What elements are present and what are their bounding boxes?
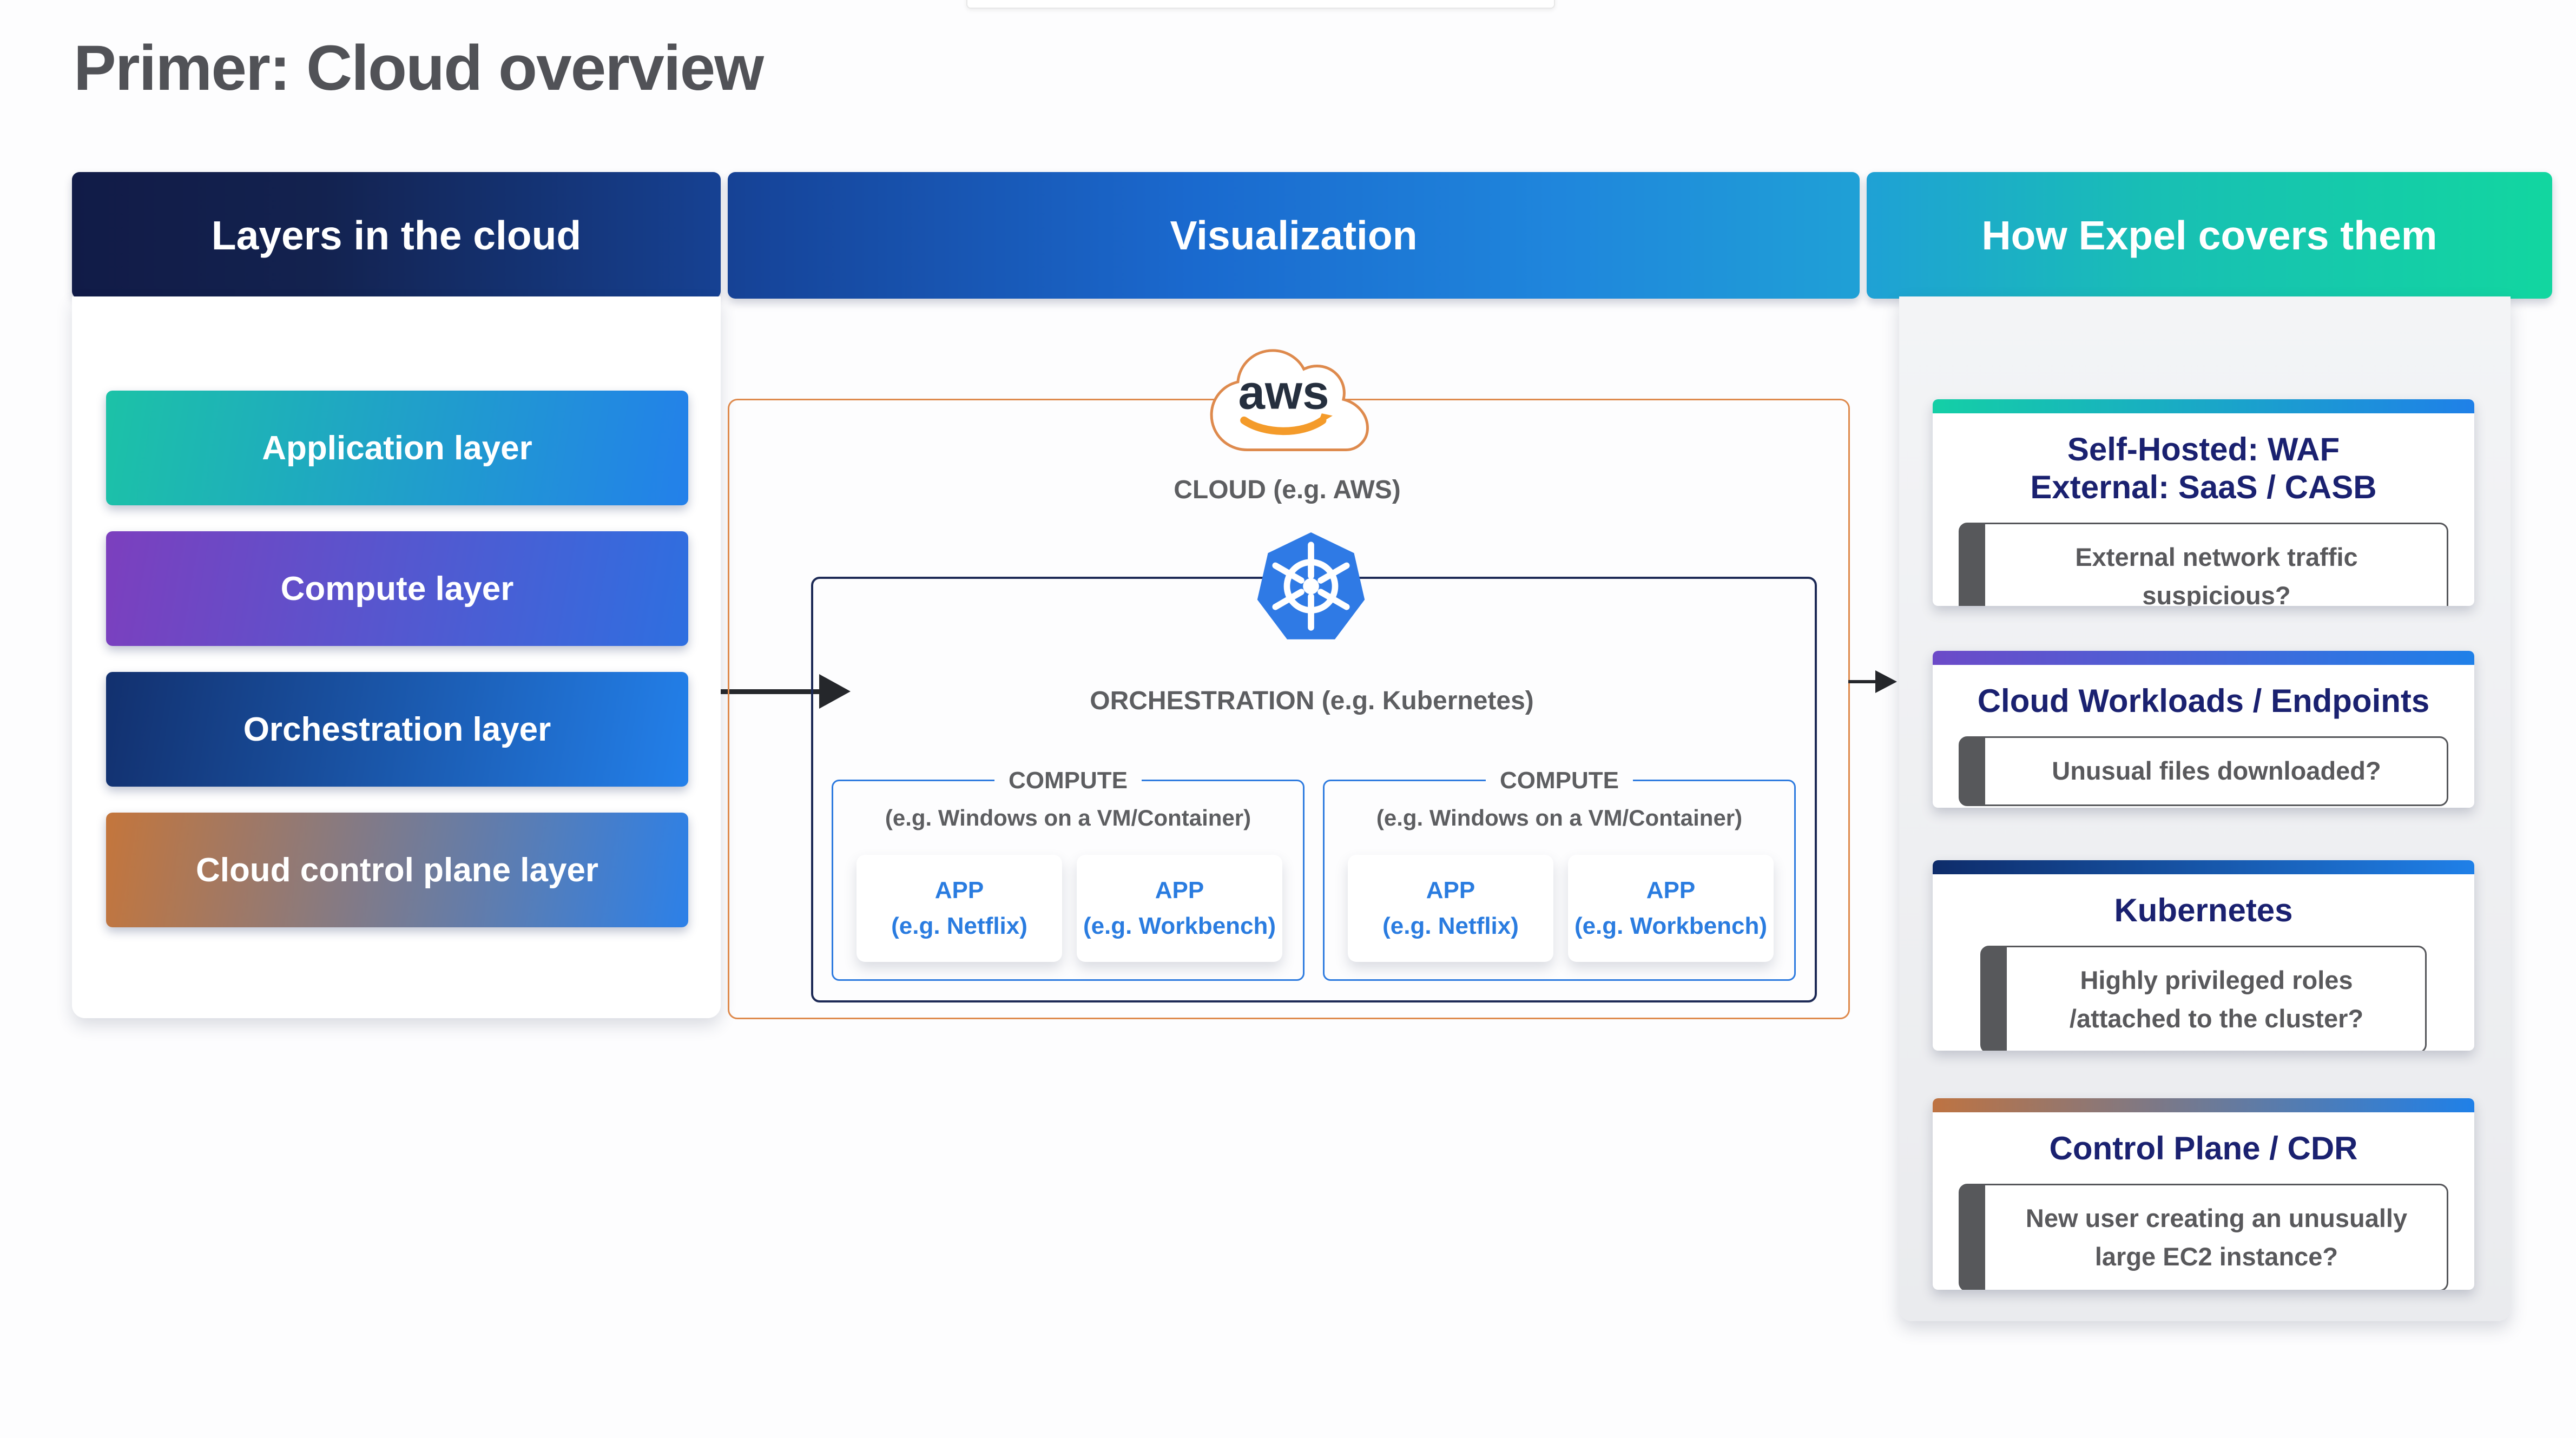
aws-logo-text: aws bbox=[1238, 365, 1329, 419]
coverage-card-workloads: Cloud Workloads / Endpoints Unusual file… bbox=[1933, 651, 2474, 808]
coverage-card-title: Control Plane / CDR bbox=[1933, 1130, 2474, 1167]
question-tab bbox=[1959, 1184, 1985, 1290]
coverage-card-control-plane: Control Plane / CDR New user creating an… bbox=[1933, 1098, 2474, 1290]
orchestration-boundary-box: COMPUTE (e.g. Windows on a VM/Container)… bbox=[811, 577, 1817, 1002]
arrow-right-line bbox=[1848, 680, 1875, 683]
compute-group: COMPUTE (e.g. Windows on a VM/Container)… bbox=[832, 767, 1305, 981]
layer-chip-control-plane: Cloud control plane layer bbox=[106, 813, 688, 927]
layer-chip-label: Orchestration layer bbox=[243, 710, 551, 748]
coverage-card-title-line: External: SaaS / CASB bbox=[2030, 469, 2377, 505]
app-card-example: (e.g. Workbench) bbox=[1574, 913, 1768, 939]
coverage-card-title-line: Control Plane / CDR bbox=[2049, 1130, 2358, 1166]
question-tab bbox=[1959, 523, 1985, 606]
coverage-card-accent-bar bbox=[1933, 399, 2474, 413]
arrow-right-icon bbox=[1875, 670, 1897, 693]
app-card-example: (e.g. Netflix) bbox=[1382, 913, 1519, 939]
coverage-card-title-line: Cloud Workloads / Endpoints bbox=[1977, 683, 2430, 719]
coverage-card-accent-bar bbox=[1933, 1098, 2474, 1112]
page-title: Primer: Cloud overview bbox=[74, 32, 764, 104]
compute-label: COMPUTE bbox=[1486, 767, 1633, 794]
coverage-question: Highly privileged roles /attached to the… bbox=[2069, 966, 2364, 1033]
coverage-question: External network traffic suspicious? bbox=[2075, 543, 2358, 606]
layer-chip-label: Cloud control plane layer bbox=[195, 851, 599, 889]
coverage-card-title: Self-Hosted: WAF External: SaaS / CASB bbox=[1933, 431, 2474, 506]
header-label-coverage: How Expel covers them bbox=[1981, 213, 2437, 258]
app-card: APP (e.g. Workbench) bbox=[1568, 855, 1774, 962]
app-card-title: APP bbox=[1646, 877, 1696, 903]
coverage-question: Unusual files downloaded? bbox=[2052, 756, 2381, 785]
coverage-question-box: External network traffic suspicious? bbox=[1959, 523, 2448, 606]
header-label-layers: Layers in the cloud bbox=[211, 213, 582, 258]
app-card: APP (e.g. Netflix) bbox=[857, 855, 1062, 962]
arrow-left-line bbox=[721, 689, 819, 694]
coverage-question-box: Unusual files downloaded? bbox=[1959, 736, 2448, 806]
header-label-visualization: Visualization bbox=[1170, 213, 1418, 258]
layer-chip-application: Application layer bbox=[106, 391, 688, 505]
coverage-card-kubernetes: Kubernetes Highly privileged roles /atta… bbox=[1933, 860, 2474, 1051]
app-card-title: APP bbox=[1426, 877, 1475, 903]
compute-label: COMPUTE bbox=[994, 767, 1142, 794]
coverage-card-waf: Self-Hosted: WAF External: SaaS / CASB E… bbox=[1933, 399, 2474, 606]
layer-chip-compute: Compute layer bbox=[106, 531, 688, 646]
coverage-card-accent-bar bbox=[1933, 860, 2474, 874]
arrow-right-icon bbox=[819, 674, 851, 709]
layer-chip-orchestration: Orchestration layer bbox=[106, 672, 688, 787]
orchestration-box-label: ORCHESTRATION (e.g. Kubernetes) bbox=[1090, 687, 1534, 715]
kubernetes-icon bbox=[1257, 532, 1365, 639]
coverage-panel: Self-Hosted: WAF External: SaaS / CASB E… bbox=[1899, 296, 2511, 1321]
header-segment-visualization: Visualization bbox=[728, 172, 1860, 299]
compute-sublabel: (e.g. Windows on a VM/Container) bbox=[885, 805, 1251, 830]
app-card-title: APP bbox=[1155, 877, 1204, 903]
question-tab bbox=[1959, 737, 1985, 806]
coverage-card-title: Cloud Workloads / Endpoints bbox=[1933, 682, 2474, 720]
layers-panel: Application layer Compute layer Orchestr… bbox=[72, 296, 721, 1018]
cloud-box-label: CLOUD (e.g. AWS) bbox=[1174, 476, 1401, 504]
app-card: APP (e.g. Workbench) bbox=[1077, 855, 1282, 962]
coverage-question-box: New user creating an unusually large EC2… bbox=[1959, 1184, 2448, 1290]
aws-cloud-icon: aws bbox=[1210, 349, 1369, 452]
compute-group: COMPUTE (e.g. Windows on a VM/Container)… bbox=[1323, 767, 1796, 981]
compute-legend: COMPUTE bbox=[833, 767, 1303, 794]
cropped-note-artifact bbox=[966, 0, 1555, 9]
app-card-example: (e.g. Workbench) bbox=[1083, 913, 1276, 939]
layer-chip-label: Compute layer bbox=[280, 570, 514, 608]
coverage-card-accent-bar bbox=[1933, 651, 2474, 665]
app-card: APP (e.g. Netflix) bbox=[1348, 855, 1553, 962]
coverage-card-title-line: Self-Hosted: WAF bbox=[2067, 431, 2340, 467]
layer-chip-label: Application layer bbox=[262, 429, 532, 467]
header-segment-layers: Layers in the cloud bbox=[72, 172, 721, 299]
compute-sublabel: (e.g. Windows on a VM/Container) bbox=[1376, 805, 1743, 830]
app-card-example: (e.g. Netflix) bbox=[891, 913, 1027, 939]
coverage-question: New user creating an unusually large EC2… bbox=[2025, 1204, 2408, 1271]
header-segment-coverage: How Expel covers them bbox=[1867, 172, 2552, 299]
question-tab bbox=[1981, 946, 2007, 1051]
coverage-card-title-line: Kubernetes bbox=[2114, 892, 2293, 928]
coverage-question-box: Highly privileged roles /attached to the… bbox=[1980, 946, 2427, 1051]
app-card-title: APP bbox=[934, 877, 984, 903]
compute-legend: COMPUTE bbox=[1325, 767, 1794, 794]
coverage-card-title: Kubernetes bbox=[1933, 892, 2474, 929]
